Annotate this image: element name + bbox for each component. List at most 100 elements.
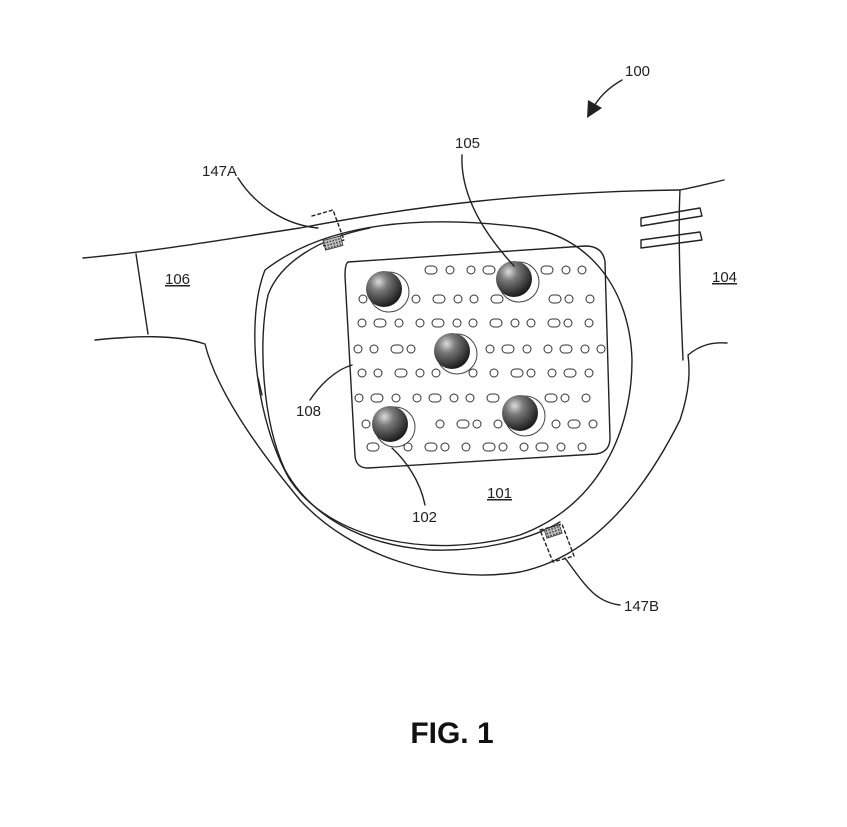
led-element [482,265,496,275]
led-element [370,393,384,403]
led-element [452,318,462,328]
led-element [424,265,438,275]
led-element [548,294,562,304]
label-right-arm-104: 104 [712,269,737,286]
led-element [468,318,478,328]
led-element [453,294,463,304]
led-element [357,318,367,328]
led-element [561,265,571,275]
led-element [486,393,500,403]
led-element [358,294,368,304]
led-element [431,318,445,328]
led-element [391,393,401,403]
led-element [580,344,590,354]
led-element [493,419,503,429]
led-element [577,265,587,275]
label-sensor-147a: 147A [202,163,237,180]
emitter-element [496,261,532,297]
led-element [415,368,425,378]
label-led-102: 102 [412,509,437,526]
led-element [366,442,380,452]
led-element [544,393,558,403]
led-element [440,442,450,452]
led-element [432,294,446,304]
led-element [519,442,529,452]
led-element [485,344,495,354]
label-device-100: 100 [625,63,650,80]
label-sensor-147b: 147B [624,598,659,615]
led-element [596,344,606,354]
led-element [373,368,383,378]
led-element [563,368,577,378]
led-element [428,393,442,403]
led-element [547,318,561,328]
led-element [577,442,587,452]
led-element [456,419,470,429]
sensor-147a [311,209,345,251]
substrate-panel [344,245,611,469]
led-element [563,318,573,328]
emitter-element [502,395,538,431]
led-element [551,419,561,429]
led-element [465,393,475,403]
led-element [469,294,479,304]
led-element [466,265,476,275]
led-element [394,318,404,328]
led-element [468,368,478,378]
led-element [361,419,371,429]
led-element [424,442,438,452]
led-element [560,393,570,403]
led-element [522,344,532,354]
led-element [526,318,536,328]
led-element [564,294,574,304]
led-element [489,368,499,378]
led-element [547,368,557,378]
led-element [588,419,598,429]
led-element [535,442,549,452]
led-element [540,265,554,275]
led-element [394,368,408,378]
led-element [498,442,508,452]
label-left-arm-106: 106 [165,271,190,288]
led-element [526,368,536,378]
led-element [559,344,573,354]
led-element [461,442,471,452]
led-element [567,419,581,429]
label-boundary-108: 108 [296,403,321,420]
led-element [373,318,387,328]
led-element [584,318,594,328]
led-element [501,344,515,354]
led-element [472,419,482,429]
led-element [390,344,404,354]
sensor-147b [539,523,575,563]
emitter-element [372,406,408,442]
led-element [584,368,594,378]
emitter-array [366,261,546,448]
label-emitter-105: 105 [455,135,480,152]
led-element [449,393,459,403]
led-array [353,265,606,452]
led-element [412,393,422,403]
led-element [369,344,379,354]
figure-caption: FIG. 1 [410,717,493,750]
led-element [415,318,425,328]
reference-arrow-100 [587,79,623,118]
led-element [556,442,566,452]
emitter-element [366,271,402,307]
led-element [543,344,553,354]
led-element [510,368,524,378]
led-element [490,294,504,304]
led-element [482,442,496,452]
led-element [354,393,364,403]
led-element [585,294,595,304]
led-element [510,318,520,328]
label-substrate-101: 101 [487,485,512,502]
eyewear-frame [82,179,728,576]
led-element [353,344,363,354]
led-element [431,368,441,378]
led-element [406,344,416,354]
led-element [445,265,455,275]
leader-lines [237,154,621,606]
led-element [357,368,367,378]
